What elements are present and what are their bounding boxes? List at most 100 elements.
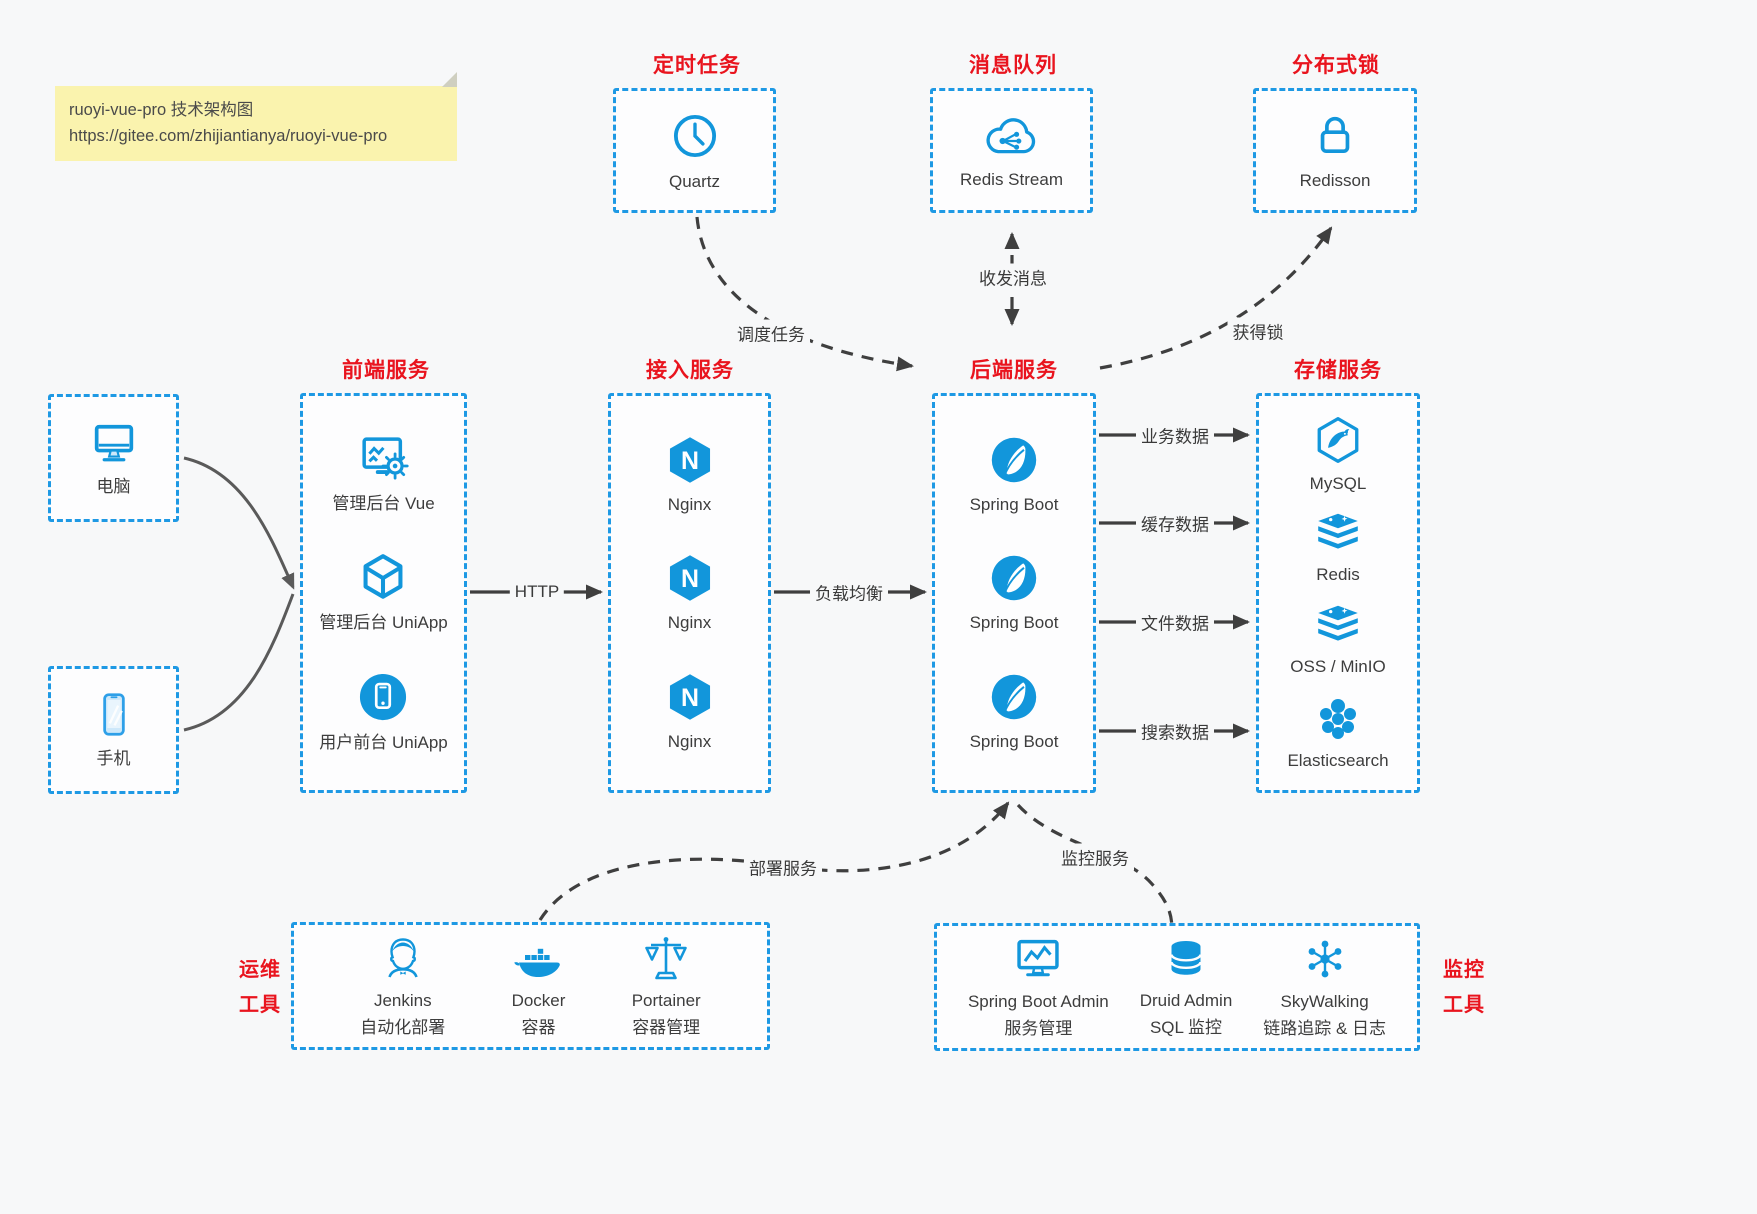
edge-pc-path <box>183 456 295 590</box>
device-item-pc: 电脑 <box>88 418 140 497</box>
service-label: 管理后台 Vue <box>332 493 435 513</box>
pc-box: 电脑 <box>48 394 179 522</box>
service-label: Spring Boot <box>969 494 1059 514</box>
device-label: 手机 <box>96 749 131 769</box>
edge-phone-path <box>183 593 295 732</box>
sticky-note: ruoyi-vue-pro 技术架构图 https://gitee.com/zh… <box>55 72 457 161</box>
service-label: Elasticsearch <box>1287 751 1389 771</box>
ops-box: Jenkins 自动化部署 Docker 容器 <box>291 922 770 1050</box>
tool-item-docker: Docker 容器 <box>511 934 566 1038</box>
mq-box: Redis Stream <box>930 88 1093 213</box>
ops-tools-title: 运维 工具 <box>239 959 281 1016</box>
service-item-admin-uniapp: 管理后台 UniApp <box>319 550 448 633</box>
admin-dashboard-gear-icon <box>356 433 412 485</box>
service-item-elasticsearch: Elasticsearch <box>1287 696 1389 771</box>
tool-label: Druid Admin <box>1139 991 1233 1011</box>
service-label: 管理后台 UniApp <box>319 613 448 633</box>
tool-label: Docker <box>511 991 566 1011</box>
note-url: https://gitee.com/zhijiantianya/ruoyi-vu… <box>69 127 388 146</box>
clock-icon <box>668 109 722 163</box>
elasticsearch-cluster-icon <box>1314 696 1362 742</box>
tool-item-portainer: Portainer 容器管理 <box>632 934 701 1038</box>
group-title-gateway: 接入服务 <box>646 359 734 382</box>
desktop-computer-icon <box>88 418 140 468</box>
group-title-lock: 分布式锁 <box>1292 54 1380 77</box>
edge-label-load-balance: 负载均衡 <box>810 578 888 606</box>
spring-boot-icon <box>988 552 1040 604</box>
edge-label-business-data: 业务数据 <box>1136 421 1214 449</box>
spring-boot-icon <box>988 671 1040 723</box>
service-item-nginx-1: N Nginx <box>664 434 716 515</box>
tool-label: Portainer <box>631 991 701 1011</box>
lock-icon <box>1309 110 1361 162</box>
tool-sublabel: 容器 <box>521 1017 556 1037</box>
service-label: 用户前台 UniApp <box>319 733 448 753</box>
service-item-mysql: MySQL <box>1310 415 1366 494</box>
monitor-chart-icon <box>1012 935 1064 983</box>
group-title-scheduler: 定时任务 <box>653 54 741 77</box>
jenkins-icon <box>379 934 427 982</box>
service-label: Redis <box>1316 565 1360 585</box>
tool-label: Spring Boot Admin <box>967 992 1109 1012</box>
tool-item-skywalking: SkyWalking 链路追踪 & 日志 <box>1263 935 1386 1039</box>
svg-text:N: N <box>681 684 699 712</box>
tool-sublabel: 服务管理 <box>1004 1018 1073 1038</box>
service-label: Nginx <box>667 494 712 514</box>
storage-box: MySQL Redis <box>1256 393 1420 793</box>
edge-label-messaging: 收发消息 <box>974 263 1052 291</box>
docker-whale-icon <box>512 934 564 982</box>
service-label: Nginx <box>667 732 712 752</box>
edge-label-acquire-lock: 获得锁 <box>1227 317 1289 345</box>
device-label: 电脑 <box>96 477 131 497</box>
group-title-backend: 后端服务 <box>970 359 1058 382</box>
service-label: Spring Boot <box>969 732 1059 752</box>
service-item-redis-stream: Redis Stream <box>960 111 1063 190</box>
group-title-mq: 消息队列 <box>969 54 1057 77</box>
tool-label: Jenkins <box>373 991 432 1011</box>
device-item-phone: 手机 <box>89 690 139 769</box>
group-title-storage: 存储服务 <box>1294 359 1382 382</box>
service-item-oss-minio: OSS / MinIO <box>1290 604 1386 677</box>
smartphone-icon <box>89 690 139 740</box>
portainer-scales-icon <box>642 934 690 982</box>
nginx-icon: N <box>664 434 716 486</box>
cloud-share-icon <box>982 111 1040 161</box>
edge-acquire-lock-path <box>1099 226 1333 370</box>
service-label: Quartz <box>668 171 721 191</box>
tool-sublabel: SQL 监控 <box>1149 1017 1223 1037</box>
edge-label-schedule: 调度任务 <box>732 319 810 347</box>
note-title: ruoyi-vue-pro 技术架构图 <box>69 101 254 119</box>
tool-item-jenkins: Jenkins 自动化部署 <box>360 934 445 1038</box>
redis-stack-icon <box>1313 512 1363 556</box>
mysql-icon <box>1313 415 1363 465</box>
service-label: Redisson <box>1299 170 1371 190</box>
edge-label-deploy: 部署服务 <box>744 853 822 881</box>
network-graph-icon <box>1301 935 1349 983</box>
service-label: Spring Boot <box>969 613 1059 633</box>
service-item-user-uniapp: 用户前台 UniApp <box>319 670 448 753</box>
cube-icon <box>356 550 410 604</box>
edge-label-search-data: 搜索数据 <box>1136 717 1214 745</box>
service-item-admin-vue: 管理后台 Vue <box>332 433 435 514</box>
svg-text:N: N <box>681 566 699 594</box>
tool-sublabel: 容器管理 <box>632 1017 701 1037</box>
object-storage-stack-icon <box>1313 604 1363 648</box>
svg-text:N: N <box>681 447 699 475</box>
service-label: Nginx <box>667 613 712 633</box>
monitoring-box: Spring Boot Admin 服务管理 Druid Admin SQL 监… <box>934 923 1420 1051</box>
service-label: OSS / MinIO <box>1290 657 1386 677</box>
phone-box: 手机 <box>48 666 179 794</box>
service-item-redis: Redis <box>1313 512 1363 585</box>
edge-label-monitor: 监控服务 <box>1056 843 1134 871</box>
service-label: Redis Stream <box>960 169 1063 189</box>
service-item-springboot-2: Spring Boot <box>969 552 1059 633</box>
service-item-redisson: Redisson <box>1299 110 1371 191</box>
edge-label-http: HTTP <box>509 581 565 603</box>
mobile-circle-icon <box>356 670 410 724</box>
frontend-box: 管理后台 Vue 管理后台 UniApp 用户前台 UniApp <box>300 393 467 793</box>
tool-sublabel: 自动化部署 <box>360 1017 446 1037</box>
tool-item-druid: Druid Admin SQL 监控 <box>1139 936 1233 1038</box>
tool-label: SkyWalking <box>1280 992 1369 1012</box>
